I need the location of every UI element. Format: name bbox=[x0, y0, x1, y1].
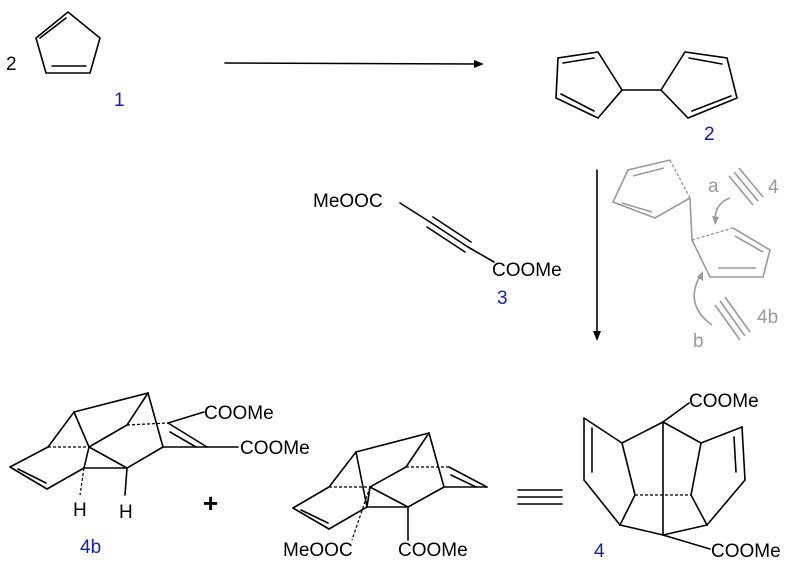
middle-ester-left: MeOOC bbox=[283, 540, 353, 561]
label-4b: 4b bbox=[80, 537, 101, 558]
path-b-label: b bbox=[693, 331, 704, 352]
cyclopentadiene-1 bbox=[35, 10, 101, 74]
plus-sign: + bbox=[203, 488, 218, 518]
path-a-label: a bbox=[708, 176, 719, 197]
coefficient: 2 bbox=[6, 54, 17, 75]
path-a-product: 4 bbox=[768, 177, 779, 198]
label-3: 3 bbox=[497, 288, 508, 309]
label-1: 1 bbox=[114, 90, 125, 111]
4b-hydrogen-2: H bbox=[119, 502, 133, 523]
4-ester-top: COOMe bbox=[689, 391, 759, 412]
middle-ester-right: COOMe bbox=[398, 540, 468, 561]
equivalence-sign bbox=[517, 489, 563, 505]
reaction-arrow-down bbox=[593, 169, 601, 341]
4b-hydrogen-1: H bbox=[73, 500, 87, 521]
product-4-cage-view bbox=[292, 432, 488, 541]
4b-ester-2: COOMe bbox=[240, 438, 310, 459]
bicyclopentadienyl-2 bbox=[555, 51, 738, 119]
mechanism-sketch bbox=[611, 159, 771, 341]
alkyne-reagent-3 bbox=[399, 202, 495, 263]
reaction-arrow bbox=[224, 60, 484, 68]
product-4-structure bbox=[583, 402, 746, 550]
path-b-product: 4b bbox=[757, 307, 778, 328]
label-4: 4 bbox=[594, 541, 605, 562]
product-4b-structure bbox=[9, 392, 239, 496]
4b-ester-1: COOMe bbox=[204, 403, 274, 424]
reagent-ester-left: MeOOC bbox=[313, 191, 383, 212]
reagent-ester-right: COOMe bbox=[492, 260, 562, 281]
label-2: 2 bbox=[704, 124, 715, 145]
4-ester-bottom: COOMe bbox=[711, 541, 781, 562]
